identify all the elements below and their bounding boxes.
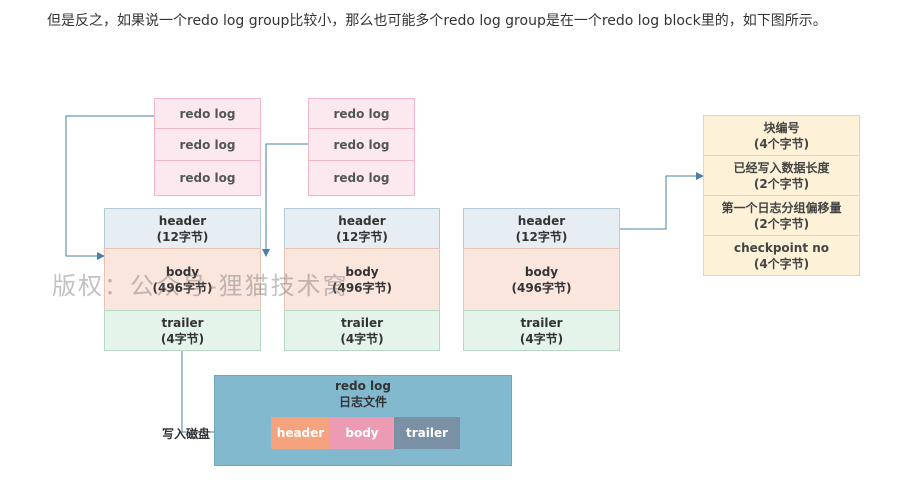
- block1-header: header(12字节): [104, 208, 261, 249]
- block3-body: body(496字节): [463, 248, 620, 311]
- redo-log-file-title: redo log 日志文件: [334, 379, 391, 409]
- group1-arrow: [65, 115, 154, 260]
- write-to-disk-label: 写入磁盘: [162, 427, 211, 441]
- redo-log-group1-item: redo log: [154, 98, 261, 129]
- redo-log-group1-item: redo log: [154, 160, 261, 196]
- redo-log-group1-item: redo log: [154, 128, 261, 161]
- redo-log-group2-item: redo log: [308, 98, 415, 129]
- watermark: 版权：公众号-狸猫技术窝: [52, 272, 349, 300]
- file-segment-header: header: [271, 417, 330, 449]
- redo-log-file: redo log 日志文件: [214, 375, 512, 466]
- header-field-first-group-offset: 第一个日志分组偏移量(2个字节): [703, 195, 860, 236]
- block2-trailer: trailer(4字节): [284, 310, 440, 351]
- block2-header: header(12字节): [284, 208, 440, 249]
- header-field-block-number: 块编号(4个字节): [703, 115, 860, 156]
- header-field-checkpoint-no: checkpoint no(4个字节): [703, 235, 860, 276]
- block1-trailer: trailer(4字节): [104, 310, 261, 351]
- redo-log-group2-item: redo log: [308, 128, 415, 161]
- block1-body: body(496字节): [104, 248, 261, 311]
- block3-trailer: trailer(4字节): [463, 310, 620, 351]
- block2-body: body(496字节): [284, 248, 440, 311]
- file-segment-body: body: [330, 417, 394, 449]
- group2-arrow: [262, 143, 308, 257]
- file-segment-trailer: trailer: [394, 417, 460, 449]
- intro-paragraph: 但是反之，如果说一个redo log group比较小，那么也可能多个redo …: [47, 13, 827, 29]
- redo-log-group2-item: redo log: [308, 160, 415, 196]
- header-field-data-length: 已经写入数据长度(2个字节): [703, 155, 860, 196]
- block3-header: header(12字节): [463, 208, 620, 249]
- header-detail-arrow: [620, 172, 704, 230]
